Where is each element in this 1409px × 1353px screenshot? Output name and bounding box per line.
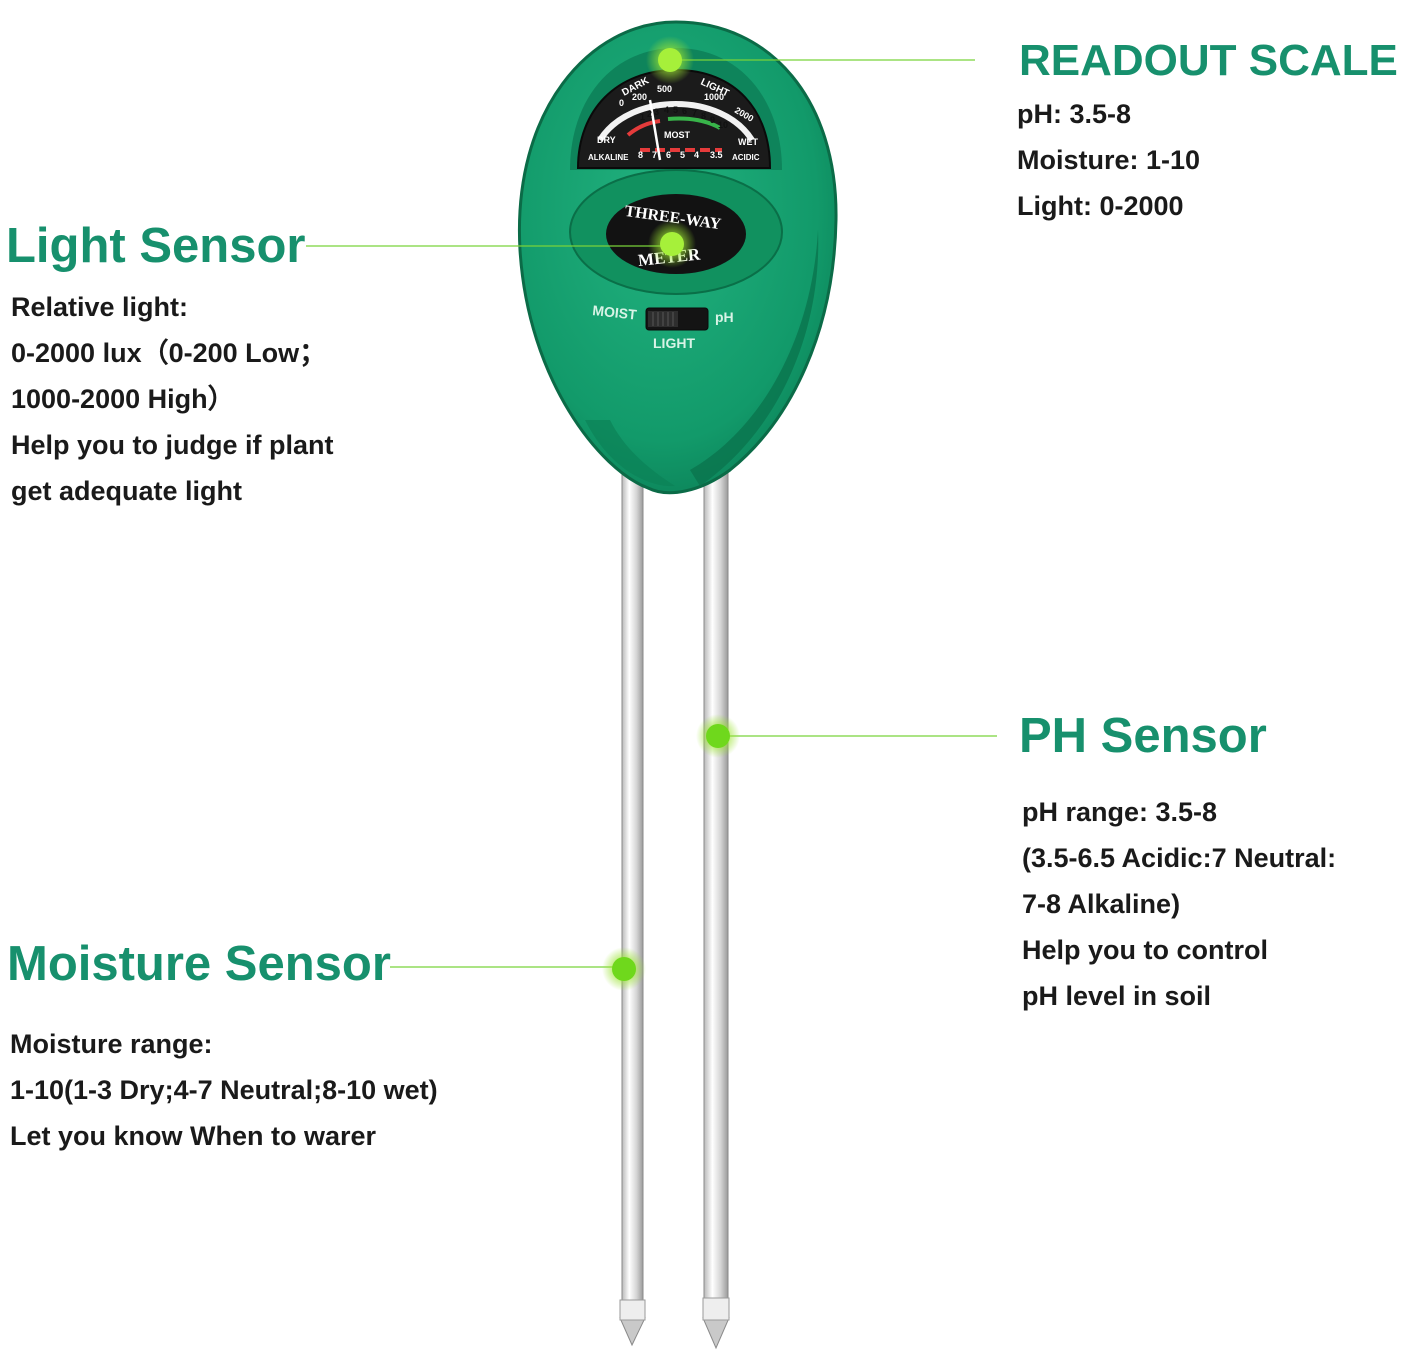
ph-sensor-line: pH level in soil <box>1022 981 1212 1011</box>
dial-light-tick: 500 <box>657 84 672 94</box>
light-sensor-line: Help you to judge if plant <box>11 430 334 460</box>
ph-sensor-heading: PH Sensor <box>1019 709 1267 763</box>
moisture-sensor-line: Moisture range: <box>10 1029 213 1059</box>
indicator-dot-icon <box>602 947 646 991</box>
light-sensor-line: 0-2000 lux（0-200 Low； <box>11 338 327 368</box>
dial-ph-tick: 6 <box>666 150 671 160</box>
dial-most-label: MOST <box>664 130 691 140</box>
moisture-sensor-line: Let you know When to warer <box>10 1121 377 1151</box>
mode-switch-labels: MOIST pH LIGHT <box>592 302 734 351</box>
dial-acidic-label: ACIDIC <box>732 153 760 162</box>
readout-line: Light: 0-2000 <box>1017 191 1184 221</box>
dial-moist-tick: 10 <box>718 120 728 130</box>
dial-wet-label: WET <box>738 137 758 147</box>
ph-sensor-line: (3.5-6.5 Acidic:7 Neutral: <box>1022 843 1337 873</box>
dial-ph-tick: 3.5 <box>710 150 723 160</box>
dial-moist-tick: 9 <box>710 115 715 125</box>
readout-scale-text: pH: 3.5-8 Moisture: 1-10 Light: 0-2000 <box>1017 91 1200 229</box>
dial-ph-tick: 5 <box>680 150 685 160</box>
dial-ph-tick: 4 <box>694 150 699 160</box>
light-sensor-heading: Light Sensor <box>6 219 306 273</box>
moisture-sensor-heading: Moisture Sensor <box>7 937 391 991</box>
readout-line: Moisture: 1-10 <box>1017 145 1201 175</box>
light-sensor-line: Relative light: <box>11 292 189 322</box>
dial-moist-tick: 6 <box>682 106 687 116</box>
readout-line: pH: 3.5-8 <box>1017 99 1132 129</box>
dial-dry-label: DRY <box>597 135 616 145</box>
switch-label-moist: MOIST <box>592 302 638 323</box>
probe-right <box>702 449 730 1350</box>
ph-sensor-line: 7-8 Alkaline) <box>1022 889 1181 919</box>
dial-moist-tick: 8 <box>701 111 706 121</box>
dial-moist-tick: 5 <box>673 105 678 115</box>
dial-moist-tick: 4 <box>664 105 669 115</box>
light-sensor-line: get adequate light <box>11 476 243 506</box>
dial-light-tick: 0 <box>619 98 624 108</box>
readout-scale-heading: READOUT SCALE <box>1019 36 1398 85</box>
dial-light-tick: 1000 <box>704 92 724 102</box>
dial-moist-tick: 2 <box>647 109 652 119</box>
dial-ph-tick: 7 <box>652 150 657 160</box>
dial-moist-tick: 7 <box>692 108 697 118</box>
indicator-dot-icon <box>646 36 694 84</box>
light-sensor-text: Relative light: 0-2000 lux（0-200 Low； 10… <box>11 284 333 514</box>
dial-alkaline-label: ALKALINE <box>588 153 629 162</box>
dial-ph-tick: 8 <box>638 150 643 160</box>
dial-moist-tick: 3 <box>654 107 659 117</box>
dial-light-tick: 200 <box>632 92 647 102</box>
switch-label-ph: pH <box>715 309 734 325</box>
probe-left <box>619 449 646 1347</box>
light-sensor-line: 1000-2000 High） <box>11 384 235 414</box>
switch-label-light: LIGHT <box>653 335 695 351</box>
ph-sensor-text: pH range: 3.5-8 (3.5-6.5 Acidic:7 Neutra… <box>1022 789 1336 1019</box>
ph-sensor-line: pH range: 3.5-8 <box>1022 797 1218 827</box>
moisture-sensor-text: Moisture range: 1-10(1-3 Dry;4-7 Neutral… <box>10 1021 438 1159</box>
indicator-dot-icon <box>696 714 740 758</box>
indicator-dot-icon <box>648 220 696 268</box>
dial-moist-tick: 1 <box>640 112 645 122</box>
moisture-sensor-line: 1-10(1-3 Dry;4-7 Neutral;8-10 wet) <box>10 1075 438 1105</box>
ph-sensor-line: Help you to control <box>1022 935 1268 965</box>
leader-lines <box>306 59 997 968</box>
